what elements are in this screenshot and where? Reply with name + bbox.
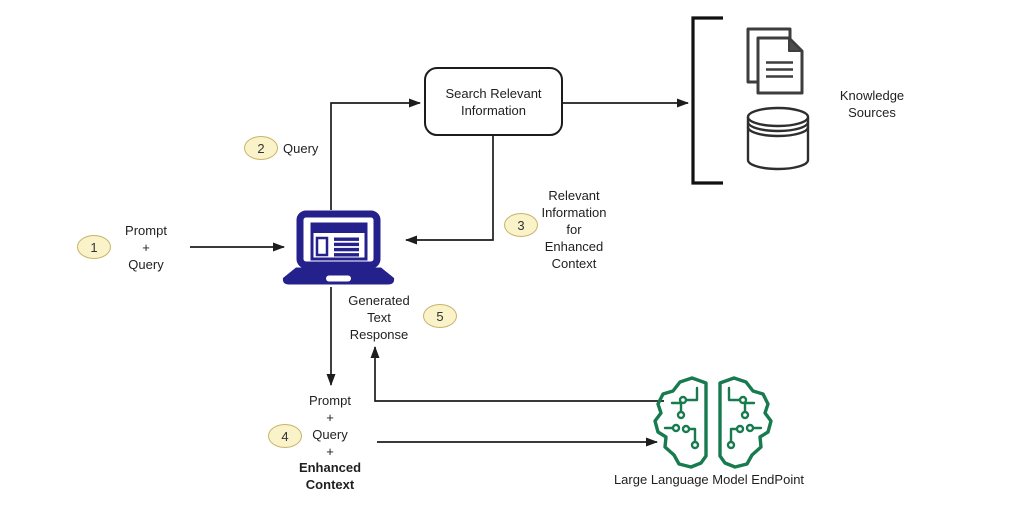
step2-label: Query — [283, 141, 319, 156]
step-badge-5: 5 — [423, 304, 457, 328]
knowledge-sources-bracket — [691, 16, 723, 185]
search-relevant-information-box: Search Relevant Information — [424, 67, 563, 136]
llm-endpoint-label: Large Language Model EndPoint — [613, 472, 805, 487]
step3-label: Relevant Information for Enhanced Contex… — [541, 188, 607, 271]
arrow-query-to-search — [330, 98, 421, 210]
arrow-relevant-info-to-laptop — [405, 136, 494, 245]
step-badge-1: 1 — [77, 235, 111, 259]
step4-label: Prompt + Query + — [309, 393, 351, 459]
laptop-icon — [282, 210, 395, 285]
step-badge-3: 3 — [504, 213, 538, 237]
database-icon — [746, 106, 810, 171]
documents-icon — [746, 27, 804, 95]
step4-label-bold: Enhanced Context — [298, 460, 362, 492]
llm-brain-icon — [653, 376, 773, 469]
step-badge-4: 4 — [268, 424, 302, 448]
step5-label: Generated Text Response — [348, 293, 410, 342]
step1-label: Prompt + Query — [125, 223, 167, 272]
arrow-llm-response-return — [370, 346, 664, 402]
knowledge-sources-label: Knowledge Sources — [839, 88, 905, 120]
step-badge-2: 2 — [244, 136, 278, 160]
